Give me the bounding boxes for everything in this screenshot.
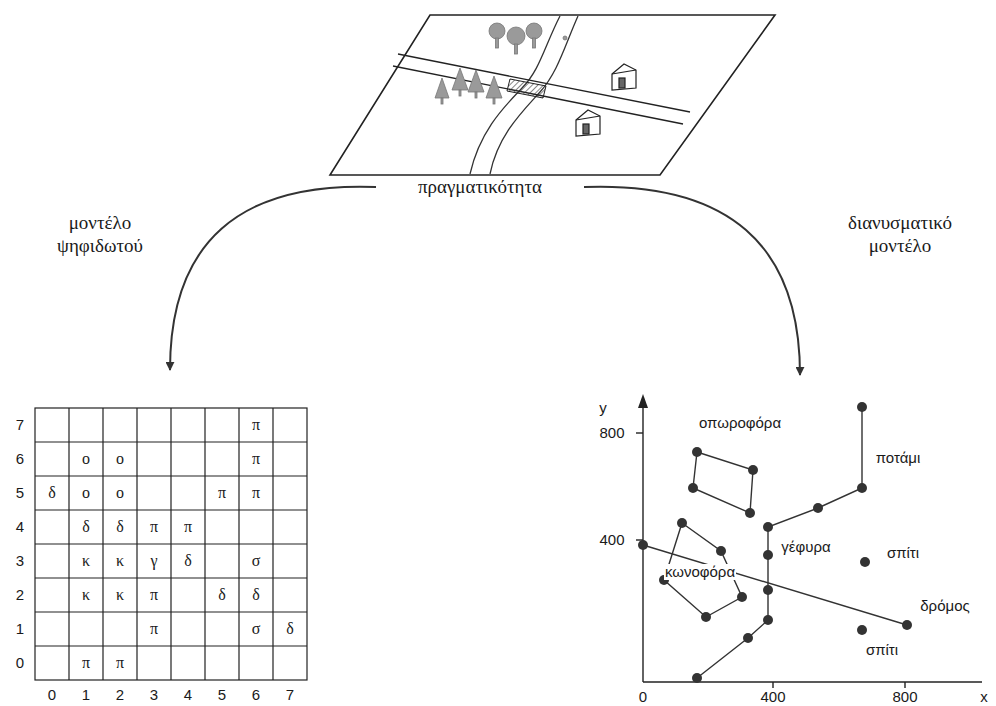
grid-axis-number: 7 (16, 417, 24, 434)
feature-label: ποτάμι (875, 450, 922, 467)
cell-value: σ (252, 620, 261, 638)
cell-value: δ (82, 518, 90, 536)
grid-axis-number: 1 (16, 621, 24, 638)
grid-axis-number: 3 (150, 687, 158, 704)
cell-value: σ (252, 552, 261, 570)
model-label: μοντέλο ψηφιδωτού (35, 212, 165, 258)
raster-grid (35, 408, 307, 680)
grid-axis-number: 0 (16, 655, 24, 672)
feature-label: οπωροφόρα (698, 415, 782, 432)
grid-axis-number: 2 (16, 587, 24, 604)
plot-axis-label: 400 (760, 689, 785, 706)
cell-value: κ (82, 552, 90, 570)
grid-axis-number: 4 (184, 687, 192, 704)
plot-axis-label: x (980, 689, 988, 706)
cell-value: δ (184, 552, 192, 570)
feature-label: σπίτι (886, 545, 920, 562)
cell-value: ο (82, 484, 90, 502)
cell-value: δ (116, 518, 124, 536)
cell-value: π (150, 586, 158, 604)
grid-axis-number: 5 (218, 687, 226, 704)
feature-label: γέφυρα (780, 539, 831, 556)
cell-value: π (150, 620, 158, 638)
grid-axis-number: 7 (286, 687, 294, 704)
model-label: διανυσματικό μοντέλο (825, 212, 975, 258)
cell-value: π (252, 416, 260, 434)
curved-arrow (170, 187, 376, 370)
grid-axis-number: 4 (16, 519, 24, 536)
vector-plot (636, 394, 982, 688)
cell-value: δ (286, 620, 294, 638)
plot-axis-label: 800 (892, 689, 917, 706)
plot-axis-label: 0 (639, 689, 647, 706)
grid-axis-number: 2 (116, 687, 124, 704)
cell-value: ο (116, 484, 124, 502)
cell-value: δ (218, 586, 226, 604)
plot-axis-label: y (599, 400, 607, 417)
cell-value: ο (116, 450, 124, 468)
curved-arrow (584, 187, 800, 375)
feature-label: δρόμος (919, 598, 970, 615)
cell-value: π (218, 484, 226, 502)
cell-value: γ (150, 552, 157, 570)
grid-axis-number: 6 (16, 451, 24, 468)
cell-value: π (252, 450, 260, 468)
cell-value: δ (48, 484, 56, 502)
raster-model: ποοπδοοππδδππκκγδσκκπδδπσδππ (5, 370, 320, 706)
feature-label: σπίτι (865, 642, 899, 659)
cell-value: π (150, 518, 158, 536)
plot-axis-label: 800 (599, 425, 624, 442)
feature-label: κωνοφόρα (664, 564, 736, 581)
cell-value: δ (252, 586, 260, 604)
grid-axis-number: 3 (16, 553, 24, 570)
plot-axis-label: 400 (599, 532, 624, 549)
cell-value: π (184, 518, 192, 536)
cell-value: κ (116, 586, 124, 604)
vector-model: οπωροφόρα ποτάμι γέφυρα σπίτι κωνοφόρα δρόμος… (580, 375, 992, 706)
grid-axis-number: 1 (82, 687, 90, 704)
cell-value: κ (116, 552, 124, 570)
node-title: πραγματικότητα (418, 177, 542, 198)
grid-axis-number: 6 (252, 687, 260, 704)
cell-value: π (116, 654, 124, 672)
cell-value: κ (82, 586, 90, 604)
grid-axis-number: 5 (16, 485, 24, 502)
reality-map (330, 15, 775, 175)
reality-label: πραγματικότητα (380, 174, 580, 200)
grid-axis-number: 0 (48, 687, 56, 704)
cell-value: π (252, 484, 260, 502)
cell-value: π (82, 654, 90, 672)
cell-value: ο (82, 450, 90, 468)
